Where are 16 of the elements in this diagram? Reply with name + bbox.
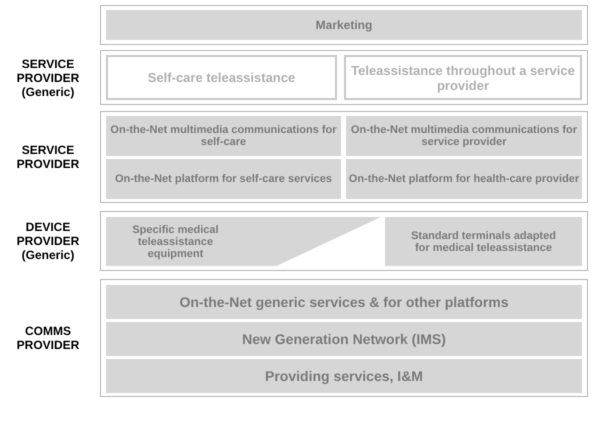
component-box: Providing services, I&M <box>106 359 582 393</box>
layer-heading: SERVICE PROVIDER <box>16 143 80 171</box>
component-box: On-the-Net generic services & for other platforms <box>106 285 582 319</box>
component-box: Teleassistance throughout a service provider <box>344 55 582 100</box>
layer-heading: SERVICE PROVIDER (Generic) <box>16 56 80 98</box>
component-box: On-the-Net multimedia communications for self-care <box>106 116 341 156</box>
layer-heading: DEVICE PROVIDER (Generic) <box>16 220 80 262</box>
component-box: Specific medical teleassistance equipment <box>106 217 381 266</box>
component-box: Marketing <box>106 10 582 40</box>
component-box: On-the-Net platform for self-care services <box>106 159 341 199</box>
component-box: On-the-Net multimedia communications for service provider <box>346 116 582 156</box>
component-box: Self-care teleassistance <box>106 55 337 100</box>
component-box: Standard terminals adapted for medical teleassistance <box>385 217 582 266</box>
component-box: On-the-Net platform for health-care provider <box>346 159 582 199</box>
component-box: New Generation Network (IMS) <box>106 322 582 356</box>
layer-heading: COMMS PROVIDER <box>16 324 80 352</box>
